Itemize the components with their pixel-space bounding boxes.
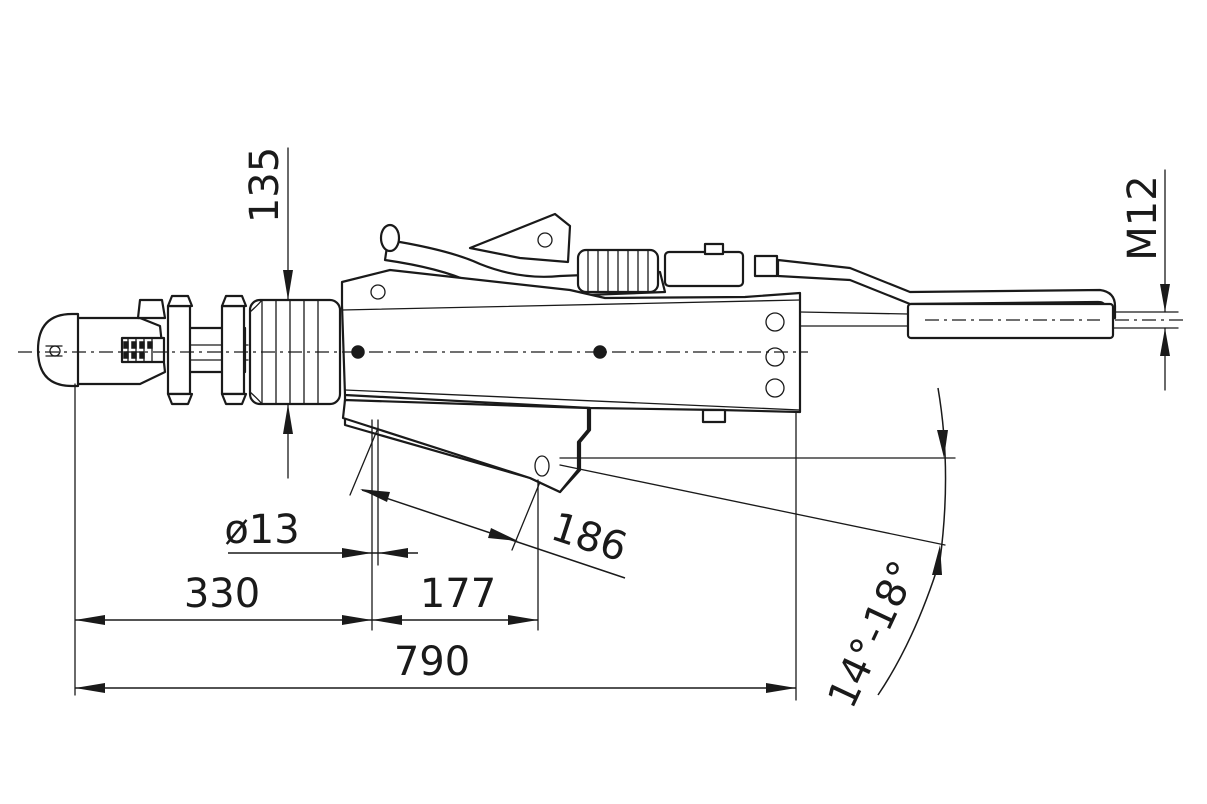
label-thread-size: M12: [1120, 175, 1166, 260]
dimension-330: 330: [75, 571, 372, 625]
drawbar-body: [340, 268, 802, 422]
cable-clamp: [663, 242, 779, 288]
label-bolt-spacing: 177: [420, 571, 496, 617]
lever-spring: [576, 248, 660, 294]
dimension-hole-diameter: ø13: [224, 507, 418, 558]
cable-end: [799, 311, 1179, 329]
end-plate: [765, 312, 785, 398]
label-front-to-bolt: 330: [184, 571, 260, 617]
label-diagonal-length: 186: [546, 504, 633, 571]
dimension-m12: M12: [1120, 175, 1170, 356]
dimension-790: 790: [75, 639, 796, 693]
coupling-head: [36, 294, 249, 406]
dimension-135: 135: [242, 147, 293, 434]
label-hole-diameter: ø13: [224, 507, 299, 553]
dimension-177: 177: [372, 571, 538, 625]
label-height: 135: [242, 147, 288, 223]
brake-rod: [776, 258, 1117, 340]
label-overall-length: 790: [394, 639, 470, 685]
